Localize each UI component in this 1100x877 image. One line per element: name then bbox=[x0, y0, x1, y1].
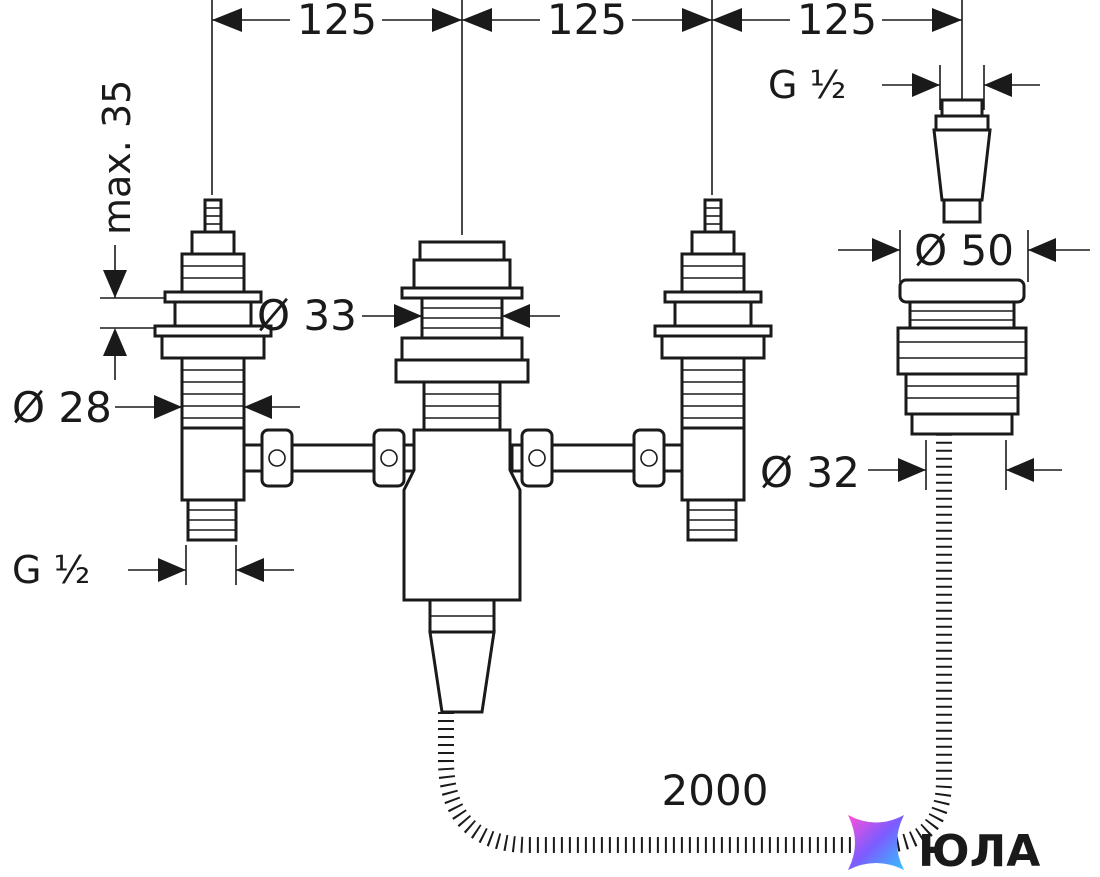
right-valve bbox=[653, 198, 773, 542]
dia-50-dimension bbox=[838, 230, 1090, 282]
spacing-label-2: 125 bbox=[547, 0, 627, 44]
connecting-pipes bbox=[242, 428, 684, 488]
spacing-dimension-line bbox=[211, 0, 963, 235]
thread-right-dimension bbox=[882, 65, 1040, 110]
spacing-label-1: 125 bbox=[297, 0, 377, 44]
max-height-label: max. 35 bbox=[95, 80, 139, 235]
dia-28-dimension bbox=[115, 395, 300, 419]
center-mixer-body bbox=[394, 240, 530, 714]
dia-33-label: Ø 33 bbox=[257, 291, 357, 340]
dia-50-label: Ø 50 bbox=[914, 226, 1014, 275]
dia-28-label: Ø 28 bbox=[12, 383, 112, 432]
left-valve bbox=[153, 198, 273, 542]
thread-left-label: G ½ bbox=[12, 548, 90, 592]
yula-logo: ЮЛА bbox=[848, 815, 1040, 877]
spacing-label-3: 125 bbox=[797, 0, 877, 44]
dia-33-dimension bbox=[362, 304, 560, 328]
hose-length-label: 2000 bbox=[662, 766, 769, 815]
dia-32-dimension bbox=[868, 440, 1062, 490]
thread-right-label: G ½ bbox=[768, 63, 846, 107]
flexible-hose bbox=[438, 434, 952, 853]
max-height-dimension bbox=[100, 245, 170, 380]
yula-logo-text: ЮЛА bbox=[918, 826, 1040, 877]
spout-fitting bbox=[896, 98, 1028, 436]
yula-logo-mark-icon bbox=[848, 815, 904, 870]
thread-left-dimension bbox=[128, 545, 294, 585]
dia-32-label: Ø 32 bbox=[760, 448, 860, 497]
